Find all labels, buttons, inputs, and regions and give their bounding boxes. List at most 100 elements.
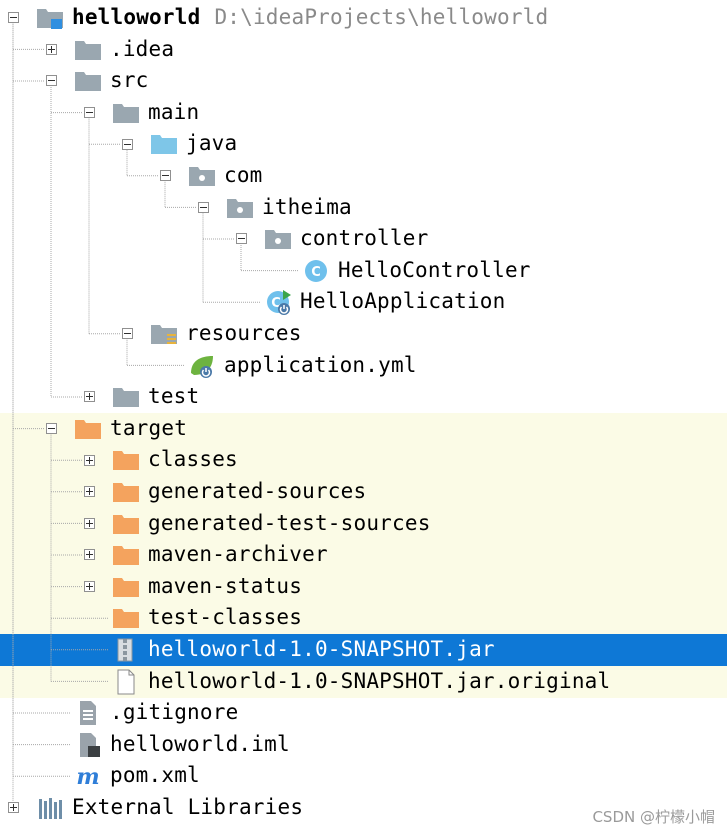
tree-node-helloworld-1-0-snapshot-jar[interactable]: helloworld-1.0-SNAPSHOT.jar [0, 634, 727, 666]
tree-node-label: java [186, 131, 238, 156]
tree-node-helloworld-1-0-snapshot-jar-original[interactable]: helloworld-1.0-SNAPSHOT.jar.original [0, 666, 727, 698]
expand-icon[interactable] [84, 486, 95, 498]
project-path: D:\ideaProjects\helloworld [214, 5, 549, 29]
spring-config-icon [188, 353, 216, 379]
folder-icon [112, 100, 140, 126]
tree-node-hellocontroller[interactable]: C HelloController [0, 255, 727, 287]
expand-icon[interactable] [84, 517, 95, 529]
tree-node-test-classes[interactable]: test-classes [0, 602, 727, 634]
maven-icon: m [74, 763, 102, 790]
tree-node-label: main [148, 99, 200, 124]
tree-node-label: helloworld-1.0-SNAPSHOT.jar [148, 637, 495, 661]
svg-text:m: m [76, 764, 99, 789]
tree-node-label: test [148, 384, 200, 409]
excluded-folder-icon [112, 542, 140, 568]
excluded-folder-icon [112, 511, 140, 537]
folder-icon [112, 384, 140, 410]
tree-node-label: helloworld.iml [110, 731, 290, 756]
tree-node-main[interactable]: main [0, 97, 727, 129]
tree-node-generated-sources[interactable]: generated-sources [0, 476, 727, 508]
expand-icon[interactable] [84, 454, 95, 466]
tree-node-label: External Libraries [72, 795, 304, 819]
collapse-icon[interactable] [46, 75, 57, 87]
expand-icon[interactable] [84, 391, 95, 403]
java-class-icon: C [302, 258, 330, 284]
tree-node-maven-status[interactable]: maven-status [0, 571, 727, 603]
collapse-icon[interactable] [8, 12, 19, 24]
tree-node-idea[interactable]: .idea [0, 34, 727, 66]
tree-node-label: .gitignore [110, 700, 239, 725]
source-folder-icon [150, 131, 178, 157]
tree-node-generated-test-sources[interactable]: generated-test-sources [0, 508, 727, 540]
tree-node-label: generated-test-sources [148, 510, 431, 535]
tree-node-src[interactable]: src [0, 65, 727, 97]
tree-node-gitignore[interactable]: .gitignore [0, 697, 727, 729]
tree-node-helloworld-iml[interactable]: helloworld.iml [0, 729, 727, 761]
jar-icon [112, 637, 140, 663]
tree-node-label: resources [186, 321, 302, 345]
tree-node-label: maven-status [148, 573, 303, 598]
tree-node-label: application.yml [224, 352, 417, 377]
tree-node-external-libraries[interactable]: External Libraries [0, 792, 727, 824]
tree-node-label: helloworld-1.0-SNAPSHOT.jar.original [148, 668, 611, 693]
collapse-icon[interactable] [198, 201, 209, 213]
expand-icon[interactable] [8, 802, 19, 814]
tree-node-label: com [224, 163, 263, 187]
collapse-icon[interactable] [160, 170, 171, 182]
excluded-folder-icon [112, 574, 140, 600]
package-icon [264, 226, 292, 252]
tree-node-resources[interactable]: resources [0, 318, 727, 350]
tree-node-label: classes [148, 447, 238, 472]
watermark: CSDN @柠檬小帽 [592, 808, 715, 826]
tree-node-label: controller [300, 226, 429, 251]
resources-folder-icon [150, 321, 178, 347]
collapse-icon[interactable] [122, 138, 133, 150]
excluded-highlight [0, 412, 727, 445]
text-file-icon [74, 700, 102, 726]
tree-node-itheima[interactable]: itheima [0, 192, 727, 224]
tree-node-label: target [110, 415, 188, 440]
collapse-icon[interactable] [236, 233, 247, 245]
libraries-icon [36, 795, 64, 821]
tree-node-pom-xml[interactable]: m pom.xml [0, 760, 727, 792]
tree-node-application-yml[interactable]: application.yml [0, 350, 727, 382]
svg-text:C: C [311, 265, 321, 280]
tree-node-controller[interactable]: controller [0, 223, 727, 255]
package-icon [226, 195, 254, 221]
tree-node-target[interactable]: target [0, 413, 727, 445]
iml-file-icon [74, 732, 102, 758]
tree-node-label: .idea [110, 36, 175, 61]
tree-node-java[interactable]: java [0, 128, 727, 160]
expand-icon[interactable] [84, 581, 95, 593]
folder-icon [74, 37, 102, 63]
tree-node-helloapplication[interactable]: C HelloApplication [0, 286, 727, 318]
file-icon [112, 669, 140, 695]
tree-node-label: HelloController [338, 257, 531, 282]
tree-node-label: itheima [262, 194, 352, 219]
tree-node-classes[interactable]: classes [0, 444, 727, 476]
expand-icon[interactable] [84, 549, 95, 561]
collapse-icon[interactable] [84, 107, 95, 119]
tree-node-label: HelloApplication [300, 289, 506, 314]
excluded-folder-icon [112, 447, 140, 473]
excluded-folder-icon [74, 416, 102, 442]
tree-node-label: src [110, 68, 149, 93]
tree-node-label: maven-archiver [148, 542, 328, 567]
svg-text:C: C [271, 296, 281, 311]
collapse-icon[interactable] [46, 423, 57, 435]
tree-node-com[interactable]: com [0, 160, 727, 192]
tree-node-label: pom.xml [110, 763, 200, 788]
expand-icon[interactable] [46, 43, 57, 55]
excluded-folder-icon [112, 479, 140, 505]
collapse-icon[interactable] [122, 328, 133, 340]
package-icon [188, 163, 216, 189]
tree-node-label: generated-sources [148, 479, 367, 503]
tree-node-test[interactable]: test [0, 381, 727, 413]
spring-boot-class-icon: C [264, 289, 292, 316]
tree-node-label: test-classes [148, 605, 303, 630]
tree-node-maven-archiver[interactable]: maven-archiver [0, 539, 727, 571]
